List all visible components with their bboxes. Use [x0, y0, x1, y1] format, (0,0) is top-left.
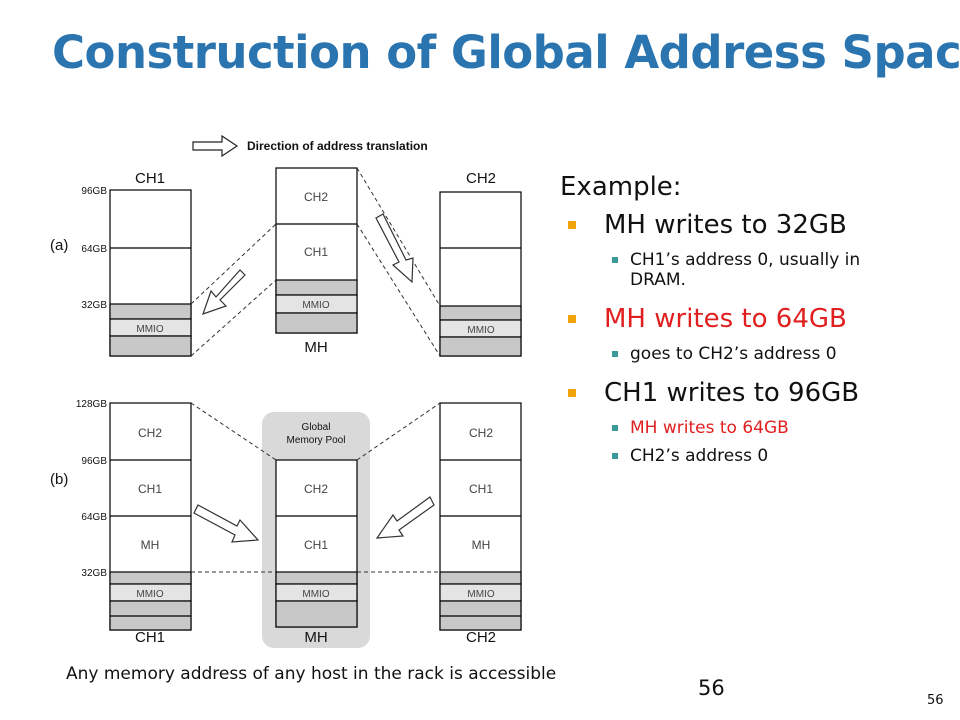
teal-bullet-icon [612, 351, 618, 357]
a-tick-96: 96GB [81, 186, 107, 197]
a-tick-32: 32GB [81, 300, 107, 311]
bullet-item-3-sub-1-text: MH writes to 64GB [630, 418, 789, 438]
a-right-mmio: MMIO [467, 325, 494, 336]
orange-bullet-icon [568, 389, 576, 397]
teal-bullet-icon [612, 453, 618, 459]
b-right-stack [439, 402, 522, 631]
bullet-item-2-sub: goes to CH2’s address 0 [560, 344, 880, 364]
a-center-stack [275, 167, 358, 334]
teal-bullet-icon [612, 257, 618, 263]
orange-bullet-icon [568, 315, 576, 323]
a-center-caption: MH [304, 339, 327, 356]
b-left-stack [109, 402, 192, 631]
b-left-mmio: MMIO [136, 589, 163, 600]
b-center-stack [275, 459, 358, 628]
a-center-ch1: CH1 [304, 245, 328, 259]
pool-label-1: Global [302, 422, 331, 433]
b-center-ch1: CH1 [304, 538, 328, 552]
b-center-caption: MH [304, 629, 327, 646]
page-number: 56 [698, 676, 725, 700]
a-right-title: CH2 [466, 170, 496, 187]
b-right-ch1: CH1 [469, 482, 493, 496]
b-tick-32: 32GB [81, 568, 107, 579]
a-arrow-left-icon [202, 269, 246, 315]
pool-label-2: Memory Pool [287, 435, 346, 446]
bullet-item-3-sub-2-text: CH2’s address 0 [630, 446, 769, 466]
b-center-mmio: MMIO [302, 589, 329, 600]
b-tick-128: 128GB [76, 399, 107, 410]
a-arrow-right-icon [375, 213, 414, 284]
orange-bullet-icon [568, 221, 576, 229]
bullet-item-2: MH writes to 64GB [560, 304, 880, 334]
b-part-label: (b) [50, 471, 68, 488]
legend-arrow-icon [192, 134, 239, 158]
bullet-list: Example: MH writes to 32GB CH1’s address… [560, 172, 880, 466]
legend-label: Direction of address translation [247, 139, 428, 153]
bullet-item-3: CH1 writes to 96GB [560, 378, 880, 408]
bullet-item-1: MH writes to 32GB [560, 210, 880, 240]
b-arrow-right-icon [193, 504, 260, 543]
teal-bullet-icon [612, 425, 618, 431]
footer-note: Any memory address of any host in the ra… [66, 664, 557, 684]
a-center-mmio: MMIO [302, 300, 329, 311]
b-right-mmio: MMIO [467, 589, 494, 600]
b-left-caption: CH1 [135, 629, 165, 646]
a-left-title: CH1 [135, 170, 165, 187]
bullet-item-2-sub-text: goes to CH2’s address 0 [630, 344, 837, 364]
b-right-mh: MH [472, 538, 491, 552]
a-right-stack [439, 191, 522, 357]
bullet-item-2-text: MH writes to 64GB [604, 304, 847, 334]
b-center-ch2: CH2 [304, 482, 328, 496]
a-left-mmio: MMIO [136, 324, 163, 335]
a-part-label: (a) [50, 237, 68, 254]
bullet-item-3-sub-2: CH2’s address 0 [560, 446, 880, 466]
slide-title: Construction of Global Address Space [52, 26, 960, 79]
b-right-ch2: CH2 [469, 426, 493, 440]
a-tick-64: 64GB [81, 244, 107, 255]
b-arrow-left-icon [375, 496, 435, 539]
bullet-item-3-sub-1: MH writes to 64GB [560, 418, 880, 438]
b-right-caption: CH2 [466, 629, 496, 646]
b-tick-64: 64GB [81, 512, 107, 523]
b-left-ch2: CH2 [138, 426, 162, 440]
page-number-corner: 56 [927, 693, 944, 708]
example-heading: Example: [560, 172, 682, 202]
a-left-stack [109, 189, 192, 357]
bullet-item-1-sub-text: CH1’s address 0, usually in DRAM. [630, 250, 861, 290]
b-left-mh: MH [141, 538, 160, 552]
bullet-item-3-text: CH1 writes to 96GB [604, 378, 860, 408]
bullet-item-1-text: MH writes to 32GB [604, 210, 847, 240]
bullet-item-1-sub: CH1’s address 0, usually in DRAM. [560, 250, 880, 290]
b-left-ch1: CH1 [138, 482, 162, 496]
a-center-ch2: CH2 [304, 190, 328, 204]
b-tick-96: 96GB [81, 456, 107, 467]
